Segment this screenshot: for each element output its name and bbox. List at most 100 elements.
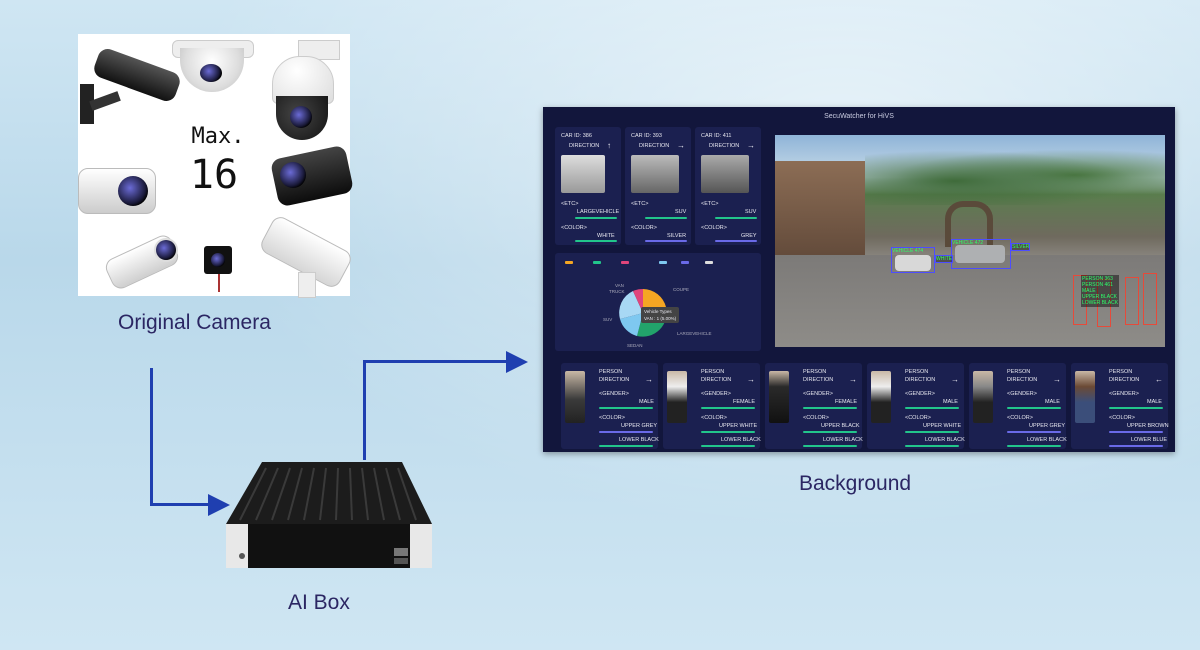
person-upper-bar [803,431,857,433]
legend-swatch [705,261,713,264]
detection-label: PERSON 461 [1082,282,1113,288]
pie-tooltip-title: Vehicle Types [644,309,672,314]
person-upper: UPPER WHITE [923,423,962,429]
scene-road [775,255,1165,347]
legend-swatch [621,261,629,264]
outdoor-bullet-camera-image [102,230,182,294]
car-etc-bar [645,217,687,219]
person-lower-bar [701,445,755,447]
camera-max-label: Max. [191,124,245,149]
pie-label: TRUCK [609,289,625,294]
car-color-key: <COLOR> [561,225,587,231]
person-upper: UPPER WHITE [719,423,758,429]
car-color-value: GREY [741,233,757,239]
person-gender-key: <GENDER> [599,391,629,397]
car-etc-value: SUV [745,209,757,215]
ai-box-label: AI Box [288,591,350,614]
person-title: PERSON [1007,369,1031,375]
pie-tooltip-value: VAN : 1 (5.00%) [644,316,677,321]
car-color-value: WHITE [597,233,615,239]
person-upper: UPPER GREY [1029,423,1066,429]
person-upper-bar [1007,431,1061,433]
person-box [1125,277,1139,325]
person-thumbnail [1075,371,1095,423]
person-upper-bar [905,431,959,433]
person-color-key: <COLOR> [701,415,727,421]
person-upper: UPPER BLACK [821,423,860,429]
car-color-bar [645,240,687,242]
arrow-box-to-dashboard-vertical [363,360,366,460]
person-upper: UPPER BROWN [1127,423,1169,429]
person-box [1073,275,1087,325]
background-label: Background [799,472,912,495]
person-direction: DIRECTION [701,377,732,383]
dashboard-screenshot: SecuWatcher for HiVS CAR ID: 386 DIRECTI… [543,107,1175,452]
bullet-camera-image [80,44,183,124]
person-thumbnail [769,371,789,423]
car-direction: DIRECTION [569,143,600,149]
person-direction: DIRECTION [803,377,834,383]
pie-label: VAN [615,283,624,288]
detection-box: VEHICLE 472 [951,239,1011,269]
person-gender-key: <GENDER> [905,391,935,397]
person-upper-bar [701,431,755,433]
legend-swatch [593,261,601,264]
car-etc-value: SUV [675,209,687,215]
person-upper-bar [1109,431,1163,433]
car-thumbnail [561,155,605,193]
person-title: PERSON [599,369,623,375]
person-gender-bar [1007,407,1061,409]
detection-label: UPPER BLACK [1082,294,1118,300]
car-etc-bar [575,217,617,219]
person-gender: MALE [943,399,958,405]
person-upper: UPPER GREY [621,423,658,429]
arrow-camera-to-box-horizontal [150,503,210,506]
person-color-key: <COLOR> [1007,415,1033,421]
person-title: PERSON [701,369,725,375]
person-color-key: <COLOR> [1109,415,1135,421]
detection-label-box: WHITE [935,255,954,263]
person-thumbnail [973,371,993,423]
dashboard-title: SecuWatcher for HiVS [824,113,894,120]
scene-trees [865,145,1165,205]
person-lower: LOWER BLACK [925,437,965,443]
ai-box-image [226,458,432,578]
scene-car [895,255,931,271]
detection-label: WHITE [936,256,953,262]
person-lower: LOWER BLUE [1131,437,1168,443]
person-direction: DIRECTION [1007,377,1038,383]
person-thumbnail [871,371,891,423]
person-gender-bar [1109,407,1163,409]
person-direction: DIRECTION [599,377,630,383]
detection-label: MALE [1082,288,1096,294]
person-box [1143,273,1157,325]
scene-arch [945,201,993,247]
detection-label: LOWER BLACK [1082,300,1119,306]
arrow-box-to-dashboard-head [506,351,528,373]
person-lower: LOWER BLACK [619,437,659,443]
person-thumbnail [565,371,585,423]
car-color-bar [715,240,757,242]
car-card: CAR ID: 393 DIRECTION → <ETC> SUV <COLOR… [625,127,691,245]
person-card: PERSON DIRECTION → <GENDER> FEMALE <COLO… [663,363,761,449]
car-etc-bar [715,217,757,219]
person-gender: MALE [1045,399,1060,405]
direction-arrow-icon: → [849,375,857,384]
person-direction: DIRECTION [1109,377,1140,383]
car-color-value: SILVER [667,233,687,239]
legend-swatch [565,261,573,264]
person-gender: MALE [639,399,654,405]
car-id: CAR ID: 411 [701,133,732,139]
person-gender-bar [803,407,857,409]
person-card: PERSON DIRECTION ← <GENDER> MALE <COLOR>… [1071,363,1169,449]
car-color-key: <COLOR> [631,225,657,231]
person-box [1097,279,1111,327]
person-color-key: <COLOR> [803,415,829,421]
car-thumbnail [701,155,749,193]
direction-arrow-icon: ↑ [607,141,611,150]
person-title: PERSON [803,369,827,375]
pie-label: SUV [603,317,613,322]
person-lower: LOWER BLACK [721,437,761,443]
person-gender-bar [701,407,755,409]
person-direction: DIRECTION [905,377,936,383]
